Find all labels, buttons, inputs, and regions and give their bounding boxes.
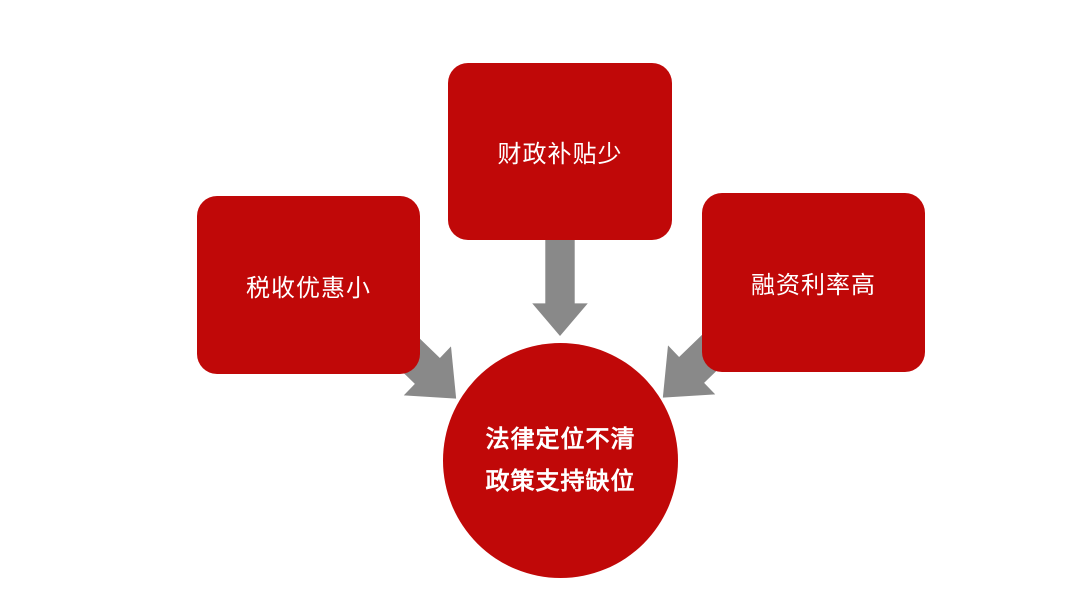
center-circle-line1: 法律定位不清 [485, 425, 636, 453]
center-circle: 法律定位不清 政策支持缺位 [443, 343, 678, 578]
down-arrow-icon [532, 238, 588, 336]
box-financing-rate-label: 融资利率高 [751, 272, 876, 299]
box-tax-incentive: 税收优惠小 [197, 196, 420, 374]
box-financing-rate: 融资利率高 [702, 193, 925, 372]
box-tax-incentive-label: 税收优惠小 [246, 274, 371, 302]
box-financial-subsidy-label: 财政补贴少 [497, 141, 623, 168]
center-circle-line2: 政策支持缺位 [485, 467, 636, 495]
box-financial-subsidy: 财政补贴少 [448, 63, 672, 240]
down-arrow-shape [532, 238, 588, 336]
